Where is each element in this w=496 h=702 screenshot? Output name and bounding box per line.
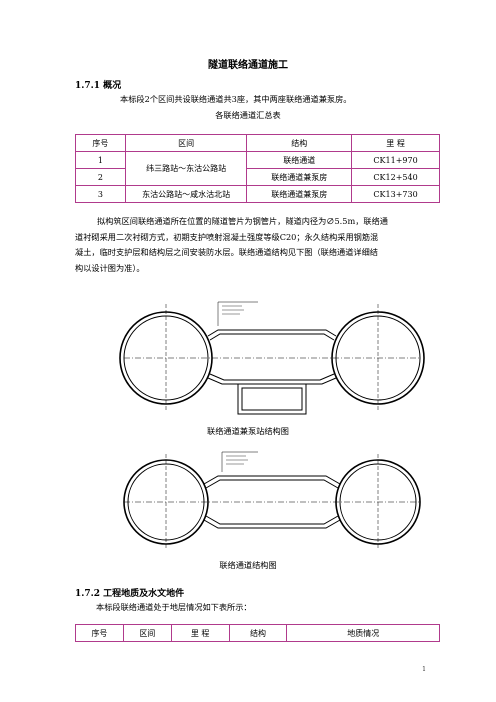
header-cell: 序号 <box>75 624 124 642</box>
table-cell: 3 <box>75 185 126 203</box>
header-cell: 结构 <box>246 134 353 152</box>
header-cell: 结构 <box>228 624 288 642</box>
pump-station-structure-drawing <box>119 301 425 415</box>
paragraph-line: 拟构筑区间联络通道所在位置的隧道管片为钢管片，隧道内径为∅5.5m，联络通 <box>97 216 388 226</box>
passage-structure-drawing <box>123 451 421 550</box>
header-cell: 地质情况 <box>286 624 440 642</box>
header-cell: 里 程 <box>351 134 440 152</box>
geology-intro: 本标段联络通道处于地层情况如下表所示： <box>96 602 252 612</box>
header-cell: 里 程 <box>170 624 230 642</box>
paragraph-line: 凝土，临时支护层和结构层之间安装防水层。联络通道结构见下图（联络通道详细结 <box>75 247 378 257</box>
header-cell: 区间 <box>124 134 248 152</box>
table-row: 1 纬三路站～东沽公路站 联络通道 CK11+970 <box>75 151 440 186</box>
intro-paragraph: 本标段2个区间共设联络通道共3座，其中两座联络通道兼泵房。 <box>120 94 352 104</box>
paragraph-line: 构以设计图为准）。 <box>75 262 145 273</box>
figure2-caption: 联络通道结构图 <box>219 560 277 570</box>
table-cell: CK12+540 <box>351 168 440 186</box>
table-caption: 各联络通道汇总表 <box>215 110 281 120</box>
table-cell: CK13+730 <box>351 185 440 203</box>
page-number: 1 <box>422 666 426 673</box>
structure-paragraph: 拟构筑区间联络通道所在位置的隧道管片为钢管片，隧道内径为∅5.5m，联络通 道衬… <box>75 214 445 276</box>
header-cell: 序号 <box>75 134 126 152</box>
document-title: 隧道联络通道施工 <box>208 60 288 71</box>
table-cell: 2 <box>75 168 126 186</box>
table-cell: 联络通道兼泵房 <box>246 185 353 203</box>
passage-summary-table: 序号 区间 结构 里 程 1 纬三路站～东沽公路站 联络通道 CK11+970 … <box>75 134 440 203</box>
header-cell: 区间 <box>122 624 172 642</box>
table-cell: CK11+970 <box>351 151 440 169</box>
table-header-row: 序号 区间 里 程 结构 地质情况 <box>75 624 440 642</box>
table-row: 3 东沽公路站～咸水沽北站 联络通道兼泵房 CK13+730 <box>75 185 440 203</box>
table-cell: 1 <box>75 151 126 169</box>
table-cell: 纬三路站～东沽公路站 <box>124 151 248 186</box>
figure1-caption: 联络通道兼泵站结构图 <box>207 426 289 436</box>
table-cell: 东沽公路站～咸水沽北站 <box>124 185 248 203</box>
geology-table: 序号 区间 里 程 结构 地质情况 <box>75 624 440 642</box>
section-heading-overview: 1.7.1 概况 <box>75 81 122 91</box>
paragraph-line: 道衬砌采用二次衬砌方式，初期支护喷射混凝土强度等级C20；永久结构采用钢筋混 <box>75 231 379 242</box>
section-heading-geology: 1.7.2 工程地质及水文地件 <box>75 589 185 599</box>
table-row: 2 联络通道兼泵房 CK12+540 <box>75 168 440 186</box>
table-cell: 联络通道 <box>246 151 353 169</box>
table-header-row: 序号 区间 结构 里 程 <box>75 134 440 152</box>
table-cell: 联络通道兼泵房 <box>246 168 353 186</box>
